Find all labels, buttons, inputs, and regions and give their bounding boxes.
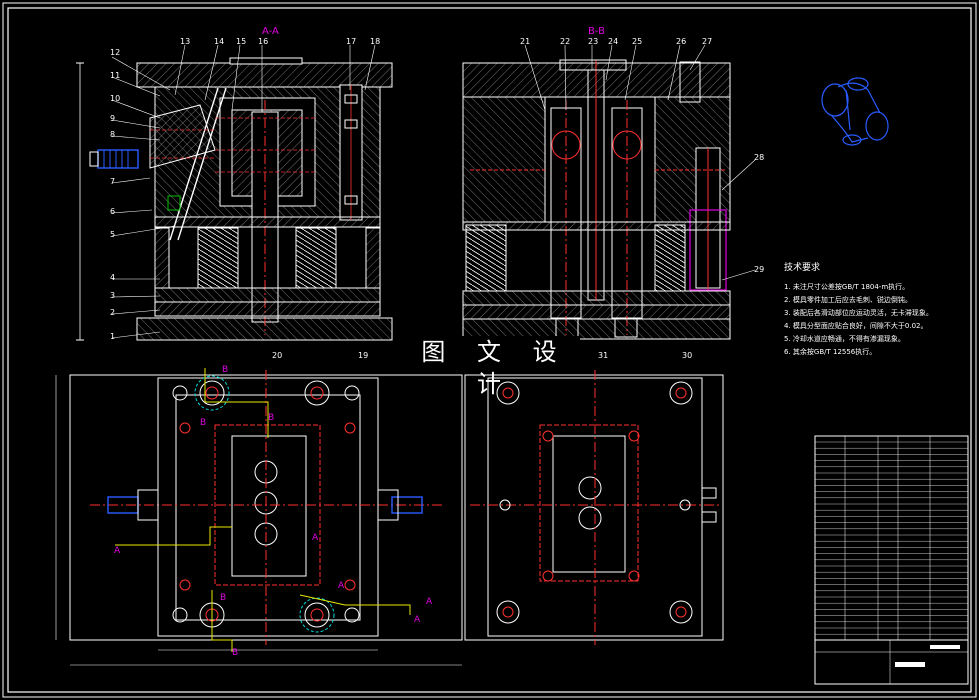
part-number-label: 28	[754, 153, 764, 162]
part-number-label: 17	[346, 37, 356, 46]
part-number-label: 2	[110, 308, 115, 317]
part-number-label: 15	[236, 37, 246, 46]
section-aa-title: A-A	[262, 26, 279, 37]
svg-text:B: B	[268, 413, 274, 423]
part-number-label: 18	[370, 37, 380, 46]
note-item: 3. 装配后各滑动部位应运动灵活，无卡滞现象。	[784, 309, 933, 317]
part-number-label: 27	[702, 37, 712, 46]
svg-text:A: A	[312, 533, 319, 543]
part-number-label: 10	[110, 94, 120, 103]
plan-view-left	[55, 368, 463, 666]
part-number-label: 14	[214, 37, 224, 46]
note-item: 6. 其余按GB/T 12556执行。	[784, 348, 877, 356]
watermark: 图 文 设 计	[410, 336, 580, 398]
part-number-label: 31	[598, 351, 608, 360]
part-number-label: 12	[110, 48, 120, 57]
part-number-label: 24	[608, 37, 618, 46]
drawing-border-inner	[7, 7, 972, 693]
part-number-label: 21	[520, 37, 530, 46]
part-number-label: 1	[110, 332, 115, 341]
section-bb-view	[462, 44, 756, 340]
svg-text:A: A	[338, 581, 345, 591]
section-cut-markers: B B B A A A B B A A	[114, 365, 433, 658]
part-number-label: 16	[258, 37, 268, 46]
part-number-label: 11	[110, 71, 120, 80]
notes-title: 技术要求	[784, 263, 821, 273]
part-number-label: 6	[110, 207, 115, 216]
part-number-label: 9	[110, 114, 115, 123]
svg-text:B: B	[200, 418, 206, 428]
part-3d-thumbnail	[821, 77, 889, 146]
part-number-label: 23	[588, 37, 598, 46]
plan-view-right	[464, 370, 724, 645]
part-number-label: 26	[676, 37, 686, 46]
part-number-label: 19	[358, 351, 368, 360]
svg-text:A: A	[414, 615, 421, 625]
bom-rows	[815, 441, 968, 635]
svg-text:B: B	[232, 648, 238, 658]
technical-notes: 技术要求 1. 未注尺寸公差按GB/T 1804-m执行。 2. 模具零件加工后…	[784, 260, 974, 359]
svg-text:A: A	[114, 546, 121, 556]
note-item: 1. 未注尺寸公差按GB/T 1804-m执行。	[784, 283, 910, 291]
part-number-label: 29	[754, 265, 764, 274]
note-item: 2. 模具零件加工后应去毛刺、锐边倒钝。	[784, 296, 912, 304]
svg-text:A: A	[426, 597, 433, 607]
part-number-label: 13	[180, 37, 190, 46]
part-number-label: 5	[110, 230, 115, 239]
part-number-label: 20	[272, 351, 282, 360]
section-aa-view	[76, 44, 393, 341]
svg-text:B: B	[222, 365, 228, 375]
part-number-label: 7	[110, 177, 115, 186]
part-number-label: 3	[110, 291, 115, 300]
note-item: 4. 模具分型面应贴合良好，间隙不大于0.02。	[784, 322, 928, 330]
part-number-label: 8	[110, 130, 115, 139]
part-number-label: 22	[560, 37, 570, 46]
part-number-label: 4	[110, 273, 115, 282]
part-number-label: 30	[682, 351, 692, 360]
part-number-label: 25	[632, 37, 642, 46]
svg-text:B: B	[220, 593, 226, 603]
section-bb-title: B-B	[588, 26, 605, 37]
note-item: 5. 冷却水道应畅通，不得有渗漏现象。	[784, 335, 905, 343]
